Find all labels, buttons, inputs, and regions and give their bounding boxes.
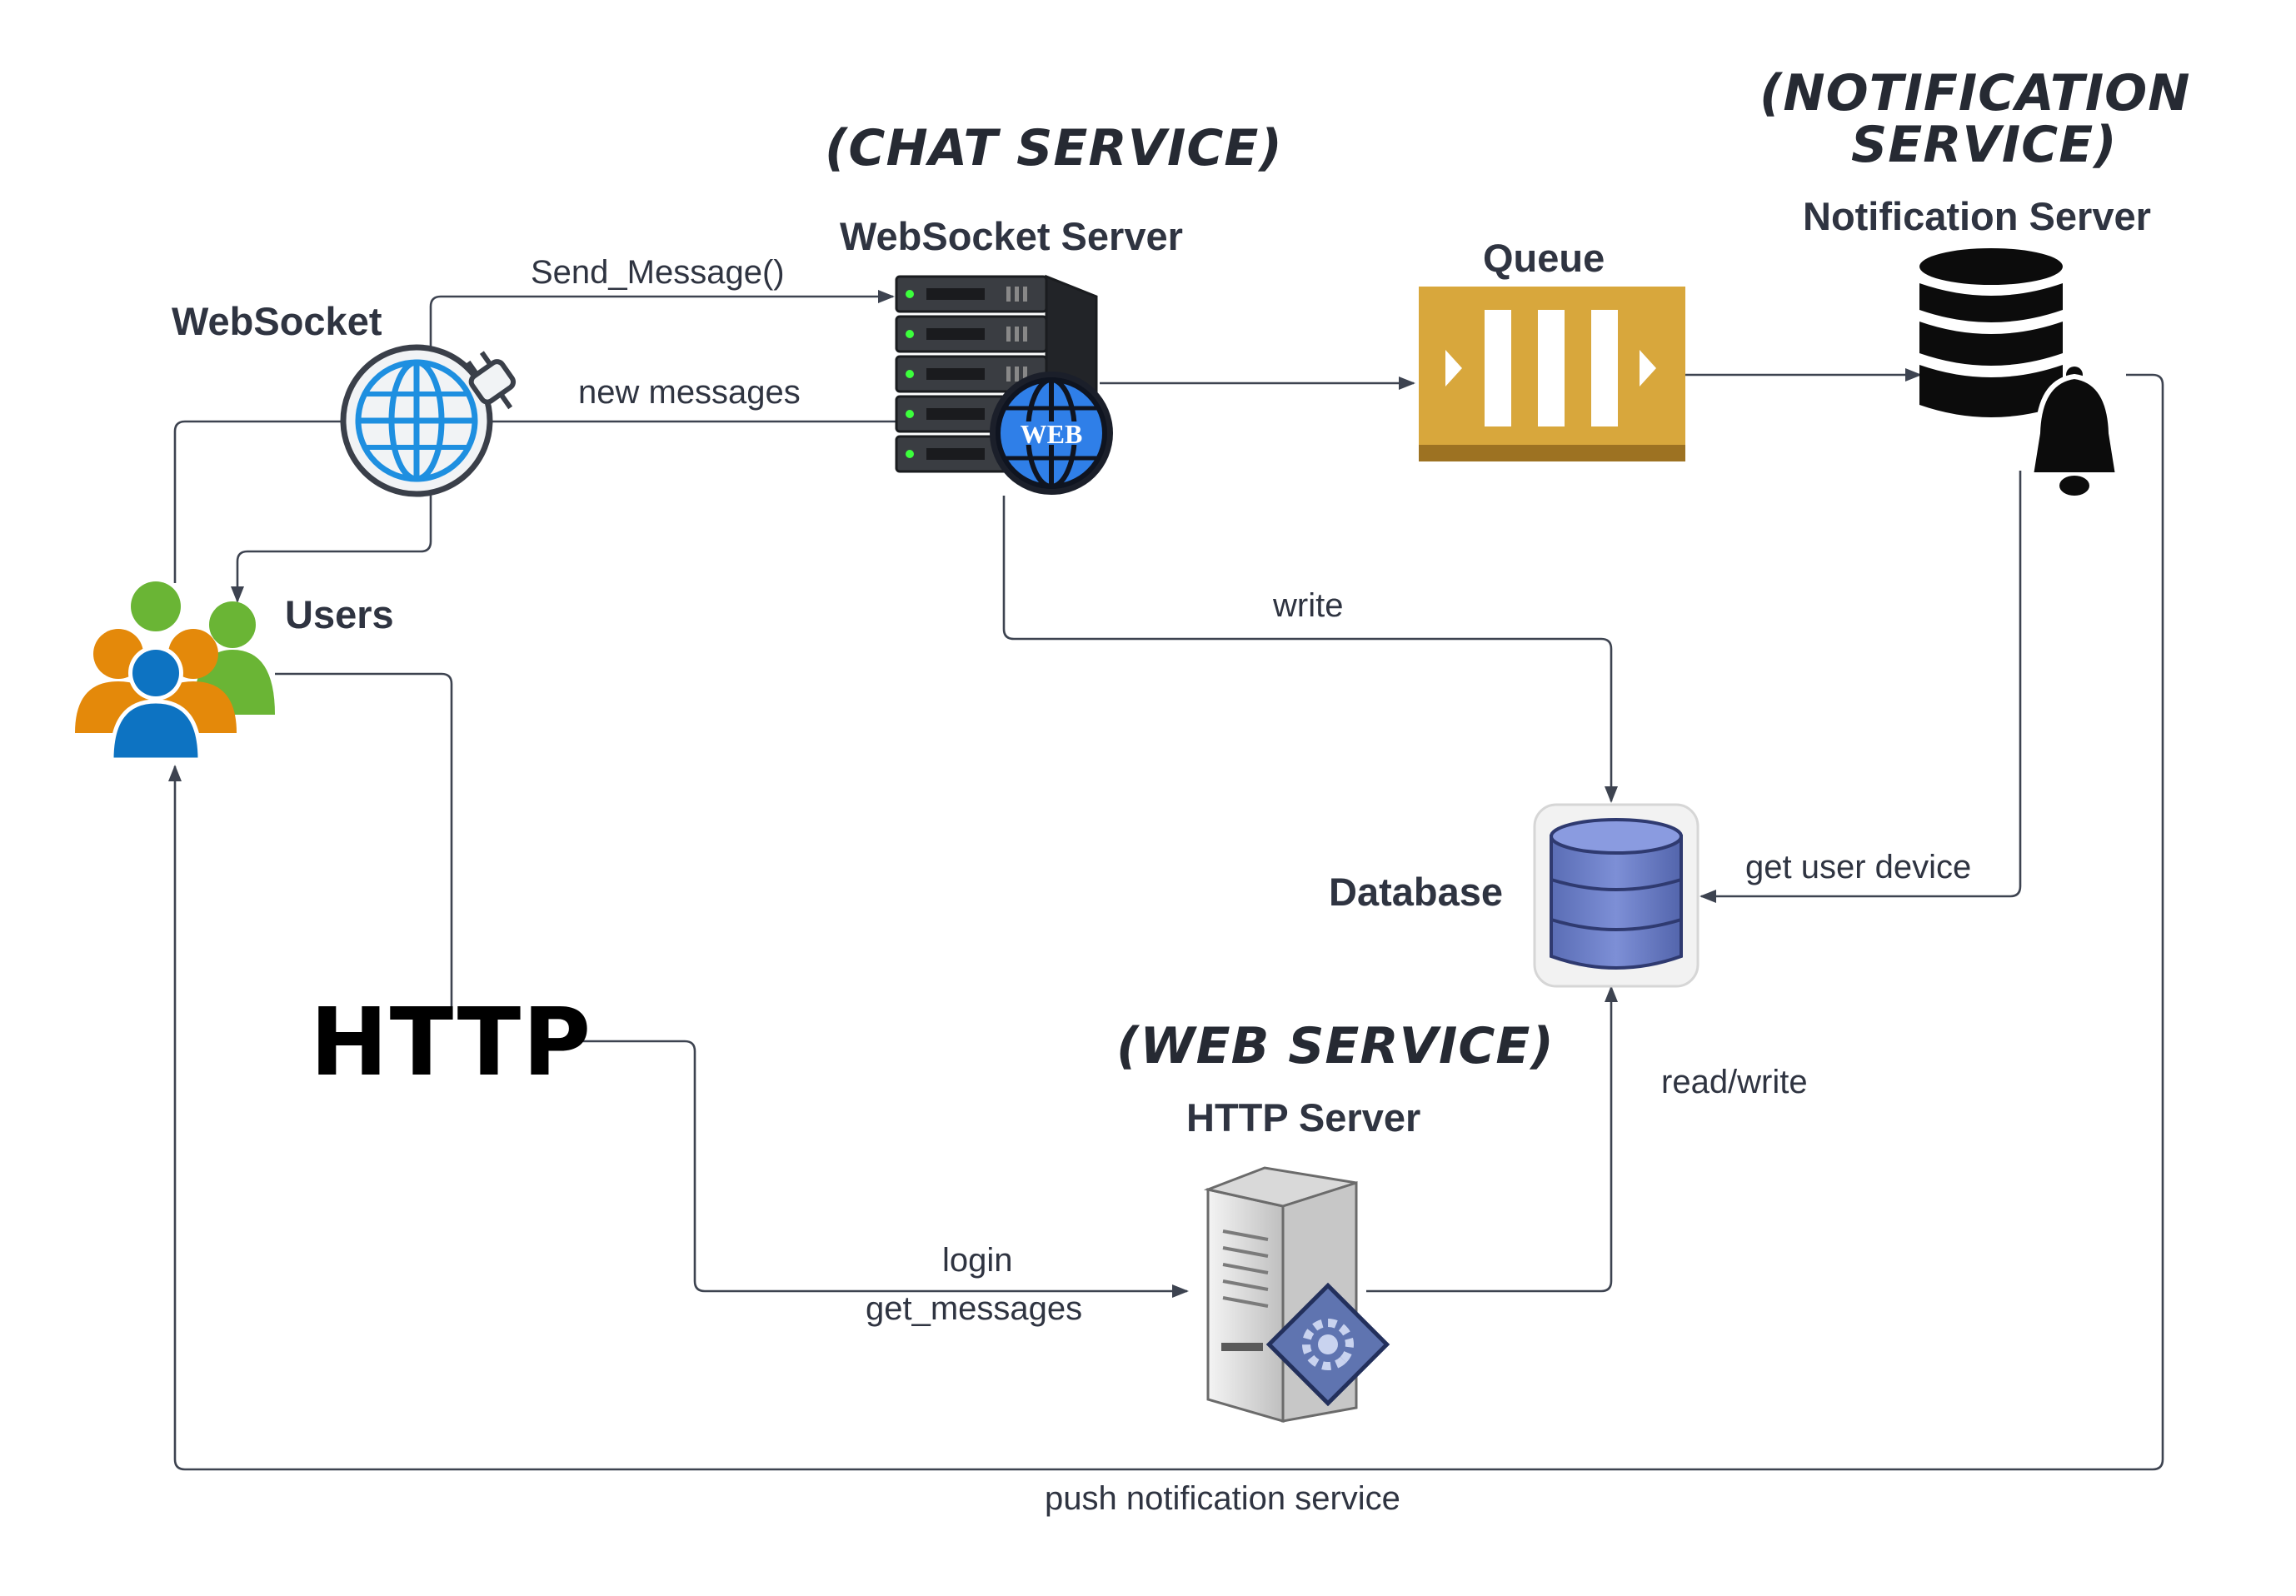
label-read-write: read/write bbox=[1661, 1064, 1808, 1100]
title-notification-server: Notification Server bbox=[1803, 194, 2151, 238]
queue-icon[interactable] bbox=[1419, 287, 1685, 461]
notification-server-icon[interactable] bbox=[1919, 248, 2121, 496]
users-group-icon[interactable] bbox=[75, 581, 275, 762]
plug-icon bbox=[466, 351, 517, 410]
http-logo: HTTP bbox=[310, 989, 592, 1097]
websocket-server-rack-icon[interactable]: WEB bbox=[895, 274, 1113, 495]
title-http-server: HTTP Server bbox=[1186, 1095, 1420, 1140]
title-websocket: WebSocket bbox=[172, 299, 382, 343]
edge-write[interactable] bbox=[1002, 496, 1618, 803]
web-globe-badge-icon: WEB bbox=[990, 372, 1113, 495]
heading-web-service: (WEB SERVICE) bbox=[1116, 1017, 1555, 1075]
gear-badge-icon bbox=[1265, 1282, 1390, 1407]
heading-chat-service: (CHAT SERVICE) bbox=[825, 119, 1283, 177]
http-server-icon[interactable] bbox=[1203, 1166, 1390, 1423]
edges bbox=[168, 290, 2164, 1471]
web-badge-label: WEB bbox=[1021, 419, 1083, 449]
label-get-user-device: get user device bbox=[1745, 849, 1971, 885]
edge-push-notification[interactable] bbox=[168, 373, 2164, 1471]
label-write: write bbox=[1272, 587, 1343, 624]
heading-notification-service-line2: SERVICE) bbox=[1851, 116, 2118, 174]
node-titles: WebSocket WebSocket Server Queue Notific… bbox=[172, 194, 2151, 1140]
edge-read-write[interactable] bbox=[1366, 985, 1618, 1293]
edge-send-message[interactable] bbox=[429, 290, 895, 350]
edge-labels: Send_Message() new messages write get us… bbox=[531, 254, 1971, 1517]
title-websocket-server: WebSocket Server bbox=[840, 214, 1183, 258]
label-new-messages: new messages bbox=[578, 374, 801, 411]
label-push-notification: push notification service bbox=[1045, 1480, 1400, 1517]
label-login: login bbox=[942, 1242, 1013, 1279]
label-send-message: Send_Message() bbox=[531, 254, 785, 291]
edge-login-get-messages[interactable] bbox=[546, 1040, 1189, 1298]
title-database: Database bbox=[1329, 870, 1503, 914]
title-users: Users bbox=[285, 592, 394, 636]
edge-new-messages[interactable] bbox=[173, 420, 896, 583]
label-get-messages: get_messages bbox=[866, 1290, 1082, 1327]
bell-icon bbox=[2028, 367, 2121, 496]
edge-websocket-to-users[interactable] bbox=[231, 494, 432, 603]
database-icon[interactable] bbox=[1533, 803, 1700, 988]
heading-notification-service-line1: (NOTIFICATION bbox=[1759, 64, 2190, 122]
edge-get-user-device[interactable] bbox=[1700, 471, 2022, 903]
websocket-globe-icon[interactable] bbox=[340, 344, 526, 497]
group-headings: (CHAT SERVICE) (NOTIFICATION SERVICE) (W… bbox=[825, 64, 2190, 1075]
title-queue: Queue bbox=[1483, 236, 1605, 280]
edge-users-to-http[interactable] bbox=[275, 672, 453, 1008]
